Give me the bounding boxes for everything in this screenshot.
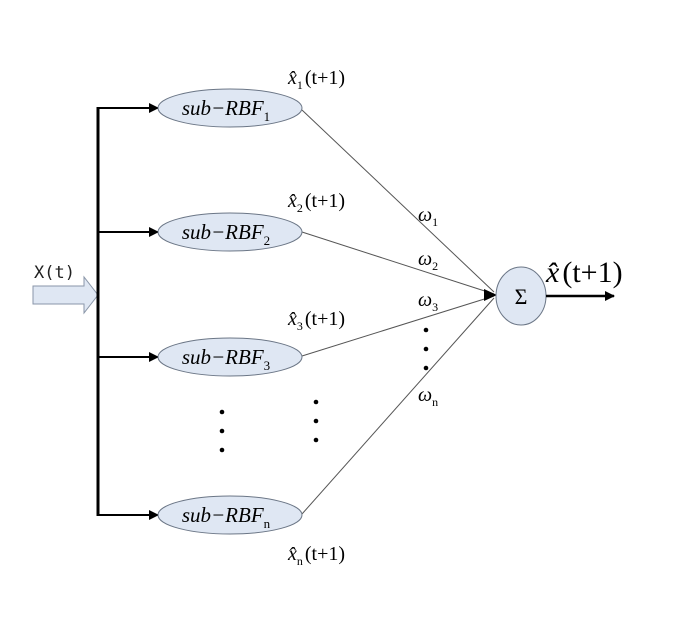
module-output-label-3: x̂3(t+1) [287, 308, 345, 333]
module-output-label-n: x̂n(t+1) [287, 543, 345, 568]
connection-line-1 [301, 109, 495, 293]
svg-text:sub−RBF3: sub−RBF3 [182, 345, 270, 373]
input-label: X(t) [34, 263, 75, 283]
sub-rbf-node-3: sub−RBF3 [157, 337, 303, 377]
sum-node: Σ [495, 266, 547, 326]
module-name-3: sub−RBF [182, 345, 264, 369]
connection-line-3 [301, 295, 495, 357]
sub-rbf-node-1: sub−RBF1 [157, 88, 303, 128]
weight-label-3: ω3 [418, 289, 438, 314]
module-output-label-2: x̂2(t+1) [287, 190, 345, 215]
ellipsis-dots-modules [219, 409, 225, 453]
connection-line-n [301, 297, 495, 515]
module-name-n: sub−RBF [182, 503, 264, 527]
sub-rbf-node-n: sub−RBFn [157, 495, 303, 535]
svg-text:sub−RBF2: sub−RBF2 [182, 220, 270, 248]
svg-text:sub−RBF1: sub−RBF1 [182, 96, 270, 124]
weight-label-1: ω1 [418, 204, 438, 229]
ellipsis-dots-lines [313, 399, 319, 443]
sum-input-arrowhead [484, 289, 497, 301]
module-output-label-1: x̂1(t+1) [287, 67, 345, 92]
sum-symbol: Σ [515, 284, 528, 309]
module-subscript-n: n [264, 516, 271, 531]
connection-line-2 [301, 231, 495, 295]
sub-rbf-node-2: sub−RBF2 [157, 212, 303, 252]
input-arrow [32, 275, 99, 315]
module-subscript-3: 3 [264, 358, 271, 373]
module-name-2: sub−RBF [182, 220, 264, 244]
svg-text:sub−RBFn: sub−RBFn [182, 503, 271, 531]
module-subscript-2: 2 [264, 233, 271, 248]
module-name-1: sub−RBF [182, 96, 264, 120]
ellipsis-dots-weights [423, 327, 429, 371]
module-subscript-1: 1 [264, 109, 271, 124]
weight-label-2: ω2 [418, 248, 438, 273]
output-label: x̂(t+1) [545, 256, 623, 289]
weight-label-n: ωn [418, 384, 438, 409]
